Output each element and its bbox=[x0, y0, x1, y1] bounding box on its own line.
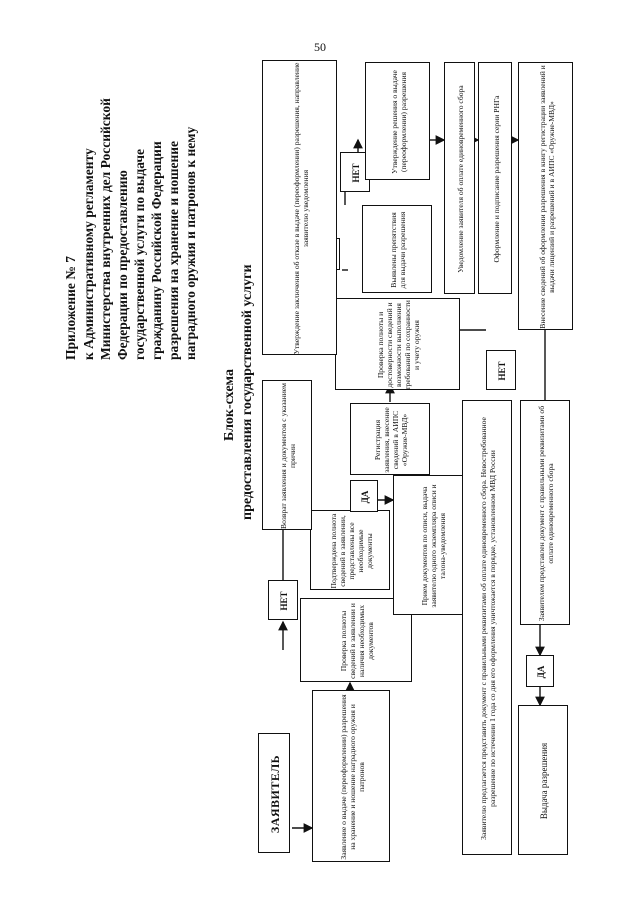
application-box: Заявление о выдаче (переоформлении) разр… bbox=[312, 690, 390, 862]
approve-issue-box: Утверждение решения о выдаче (переоформл… bbox=[365, 62, 430, 180]
yes-tag: ДА bbox=[526, 655, 554, 687]
enter-book-text: Внесение сведений об оформлении разрешен… bbox=[537, 65, 556, 329]
obstacles-box: Выявлены препятствия для выдачи разрешен… bbox=[362, 205, 432, 293]
applicant-box: ЗАЯВИТЕЛЬ bbox=[258, 733, 290, 853]
fee-presented-text: Заявителем представлен документ с правил… bbox=[537, 405, 555, 622]
registration-box: Регистрация заявления, внесение сведений… bbox=[350, 403, 430, 475]
fee-note-text: Заявителю предлагается представить докум… bbox=[479, 417, 497, 840]
return-docs-text: Возврат заявления и документов с указани… bbox=[279, 383, 297, 529]
fee-note-box: Заявителю предлагается представить докум… bbox=[462, 400, 512, 855]
no-label: НЕТ bbox=[497, 361, 507, 381]
approve-issue-text: Утверждение решения о выдаче (переоформл… bbox=[389, 70, 408, 174]
enter-book-box: Внесение сведений об оформлении разрешен… bbox=[518, 62, 573, 330]
application-text: Заявление о выдаче (переоформлении) разр… bbox=[338, 694, 366, 860]
notify-fee-box: Уведомление заявителя об оплате единовре… bbox=[444, 62, 475, 294]
confirmed-text: Подтверждена полнота сведений в заявлени… bbox=[328, 513, 374, 589]
yes-tag: ДА bbox=[350, 480, 378, 512]
register-permit-box: Оформление и подписание разрешения серии… bbox=[478, 62, 512, 294]
return-docs-box: Возврат заявления и документов с указани… bbox=[262, 380, 312, 530]
page-number: 50 bbox=[314, 40, 326, 54]
yes-label: ДА bbox=[360, 490, 370, 504]
notify-fee-text: Уведомление заявителя об оплате единовре… bbox=[456, 85, 465, 273]
obstacles-text: Выявлены препятствия для выдачи разрешен… bbox=[389, 211, 407, 289]
reception-text: Прием документов по описи, выдача заявит… bbox=[419, 484, 447, 608]
applicant-label: ЗАЯВИТЕЛЬ bbox=[267, 754, 282, 834]
check-reliability-text: Проверка полноты и достоверности сведени… bbox=[376, 300, 421, 390]
confirmed-box: Подтверждена полнота сведений в заявлени… bbox=[310, 510, 390, 590]
check-reliability-box: Проверка полноты и достоверности сведени… bbox=[335, 298, 460, 390]
no-tag: НЕТ bbox=[268, 580, 298, 620]
no-label: НЕТ bbox=[279, 591, 289, 611]
reception-box: Прием документов по описи, выдача заявит… bbox=[393, 475, 471, 615]
yes-label: ДА bbox=[536, 665, 546, 679]
no-tag: НЕТ bbox=[486, 350, 516, 390]
issue-permit-box: Выдача разрешения bbox=[518, 705, 568, 855]
fee-presented-box: Заявителем представлен документ с правил… bbox=[520, 400, 570, 625]
register-permit-text: Оформление и подписание разрешения серии… bbox=[491, 95, 501, 263]
registration-text: Регистрация заявления, внесение сведений… bbox=[373, 407, 409, 473]
refusal-text: Утверждение заключения об отказе в выдач… bbox=[291, 62, 310, 355]
refusal-box: Утверждение заключения об отказе в выдач… bbox=[262, 60, 337, 355]
issue-permit-text: Выдача разрешения bbox=[538, 742, 549, 820]
